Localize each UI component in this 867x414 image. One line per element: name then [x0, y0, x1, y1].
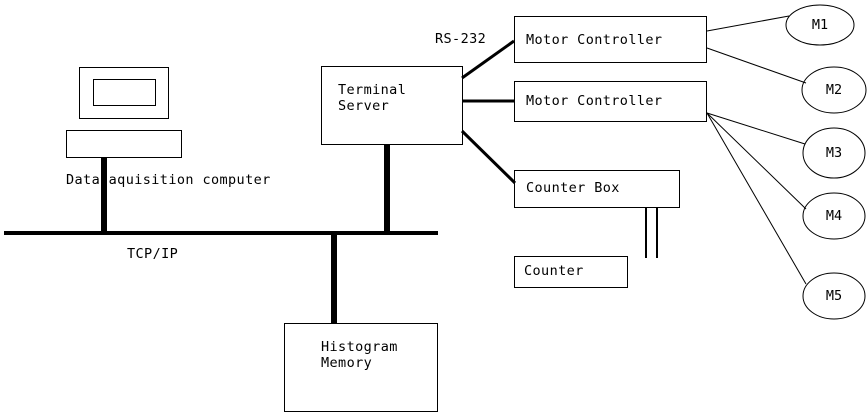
motor-controller-1-label: Motor Controller	[526, 32, 663, 48]
data-acquisition-computer-label: Data aquisition computer	[66, 172, 271, 188]
computer-base	[66, 130, 182, 158]
motor-ellipse-m5	[802, 272, 866, 320]
link-terminal-server-to-counter-box	[460, 129, 517, 185]
link-motor-controller-1-to-m1	[706, 15, 790, 32]
histogram-memory-label-line1: Histogram	[321, 339, 398, 355]
tcpip-bus-line	[4, 231, 438, 235]
stem-bus-to-histogram-memory	[331, 233, 337, 324]
counter-box[interactable]	[514, 256, 628, 288]
terminal-server-box[interactable]	[321, 66, 463, 145]
motor-controller-2-box[interactable]	[514, 81, 707, 122]
link-motor-controller-1-to-m2	[706, 47, 807, 84]
histogram-memory-box[interactable]	[284, 323, 438, 412]
monitor-screen	[93, 79, 156, 106]
stem-terminal-server-to-bus	[384, 145, 390, 234]
counter-box-label: Counter Box	[526, 180, 620, 196]
motor-ellipse-m3	[802, 127, 866, 179]
counter-box-box[interactable]	[514, 170, 680, 208]
motor-label-m2: M2	[825, 82, 843, 98]
monitor-outline	[79, 67, 169, 119]
rs232-link-label: RS-232	[435, 31, 487, 47]
link-motor-controller-2-to-m5	[706, 112, 807, 285]
motor-ellipse-m4	[802, 192, 866, 240]
motor-label-m4: M4	[825, 208, 843, 224]
tcpip-bus-label: TCP/IP	[127, 246, 179, 262]
motor-label-m3: M3	[825, 145, 843, 161]
terminal-server-label-line2: Server	[338, 98, 390, 114]
motor-ellipse-m1	[785, 4, 855, 46]
motor-controller-1-box[interactable]	[514, 16, 707, 63]
terminal-server-label-line1: Terminal	[338, 82, 407, 98]
link-motor-controller-2-to-m3	[706, 112, 806, 145]
link-terminal-server-to-motor-controller-1	[461, 39, 515, 80]
motor-label-m5: M5	[825, 288, 843, 304]
motor-controller-2-label: Motor Controller	[526, 93, 663, 109]
histogram-memory-label-line2: Memory	[321, 355, 373, 371]
motor-label-m1: M1	[811, 17, 829, 33]
stem-computer-to-bus	[101, 158, 107, 233]
motor-ellipse-m2	[801, 66, 867, 114]
link-motor-controller-2-to-m4	[706, 112, 807, 210]
counter-label: Counter	[524, 263, 584, 279]
